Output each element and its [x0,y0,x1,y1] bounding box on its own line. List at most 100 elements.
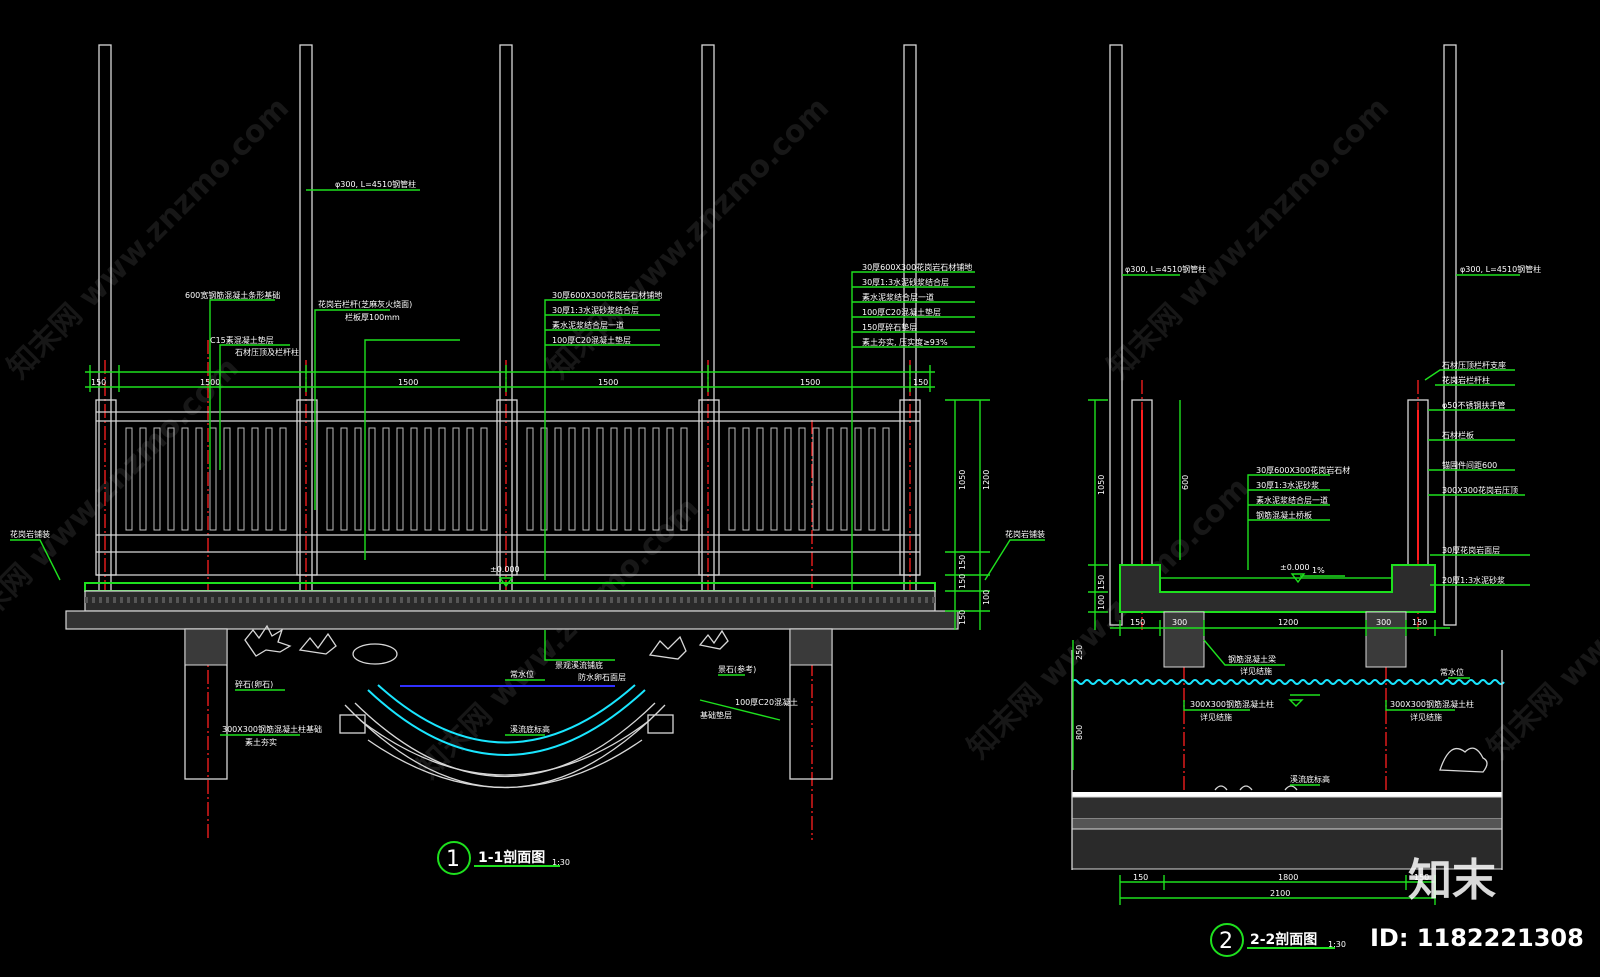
baluster [265,427,273,531]
section-title: 1-1剖面图 [478,849,545,866]
dim-label: 1500 [598,378,618,387]
section-1-1: 150 1500 1500 1500 1500 150 [10,44,1045,875]
annotation-text: 防水卵石面层 [578,672,626,682]
annotation-text: 素水泥浆结合层一道 [862,292,934,302]
baluster [410,427,418,531]
dim-label: 150 [91,378,106,387]
dim-label: 150 [1097,575,1106,590]
dim-label: 100 [982,590,991,605]
annotation-text: C15素混凝土垫层 [210,335,274,345]
annotation-text: 30厚600X300花岗岩石材 [1256,465,1350,475]
annotation-text: φ300, L=4510钢管柱 [1460,264,1541,274]
annotation-text: 600宽钢筋混凝土条形基础 [185,290,280,300]
dim-label: 1050 [958,470,967,490]
watermark-text: 知末网 www.znzmo.com [1481,471,1600,766]
u-deck [1119,564,1436,613]
annotation-text: 详见结施 [1410,712,1442,722]
annotation-text: 详见结施 [1240,666,1272,676]
baluster [638,427,646,531]
baluster [610,427,618,531]
slope-label: 1% [1312,566,1325,575]
annotation-text: 基础垫层 [700,710,732,720]
baluster [868,427,876,531]
annotation-text: 素土夯实, 压实度≥93% [862,337,948,347]
annotation-text: 素水泥浆结合层一道 [552,320,624,330]
annotation-text: 花岗岩栏杆(芝麻灰火烧面) [318,299,412,309]
baluster [812,427,820,531]
stream-channel [339,684,674,789]
section-1-title: 1 1-1剖面图 1:30 [437,841,570,875]
id-label: ID: 1182221308 [1370,924,1584,952]
dim-label: 1200 [982,470,991,490]
annotation-text: 景观溪流铺底 [555,660,603,670]
dim-label: 1200 [1278,618,1298,627]
section-scale: 1:30 [1328,940,1346,949]
baluster [540,427,548,531]
annotation-text: 碎石(卵石) [235,679,273,689]
baluster [452,427,460,531]
baluster [666,427,674,531]
dim-label: 250 [1075,645,1084,660]
baluster [798,427,806,531]
baluster [526,427,534,531]
left-dimension-2: 1050 150 100 250 800 600 [1072,399,1190,770]
baluster [882,427,890,531]
baluster [756,427,764,531]
baluster [596,427,604,531]
mid-dimension-2: 150 300 1200 300 150 [1110,618,1450,636]
annotation-text: 花岗岩铺装 [10,529,50,539]
railing-balustrade [95,399,921,576]
dim-label: 150 [958,555,967,570]
baluster [251,427,259,531]
beams-2 [1163,611,1407,668]
baluster [340,427,348,531]
baluster [826,427,834,531]
dim-label: 1800 [1278,873,1298,882]
annotation-text: 300X300钢筋混凝土柱 [1390,699,1474,709]
baluster [770,427,778,531]
dim-label: 800 [1075,725,1084,740]
annotation-text: 30厚600X300花岗岩石材铺地 [552,290,662,300]
dim-label: 150 [913,378,928,387]
annotation-text: 详见结施 [1200,712,1232,722]
section-2-title: 2 2-2剖面图 1:30 [1210,923,1346,957]
watermark-text: 知末网 www.znzmo.com [1101,91,1396,386]
annotation-text: 溪流底标高 [510,724,550,734]
annotation-text: 栏板厚100mm [345,312,400,322]
baluster [354,427,362,531]
baluster [568,427,576,531]
baluster [209,427,217,531]
section-scale: 1:30 [552,858,570,867]
baluster [181,427,189,531]
baluster [396,427,404,531]
annotation-text: 素水泥浆结合层一道 [1256,495,1328,505]
annotation-text: 常水位 [1440,667,1464,677]
baluster [652,427,660,531]
annotations-2: φ300, L=4510钢管柱 φ300, L=4510钢管柱 30厚600X3… [1122,264,1541,786]
annotation-text: 石材压顶及栏杆柱 [235,347,299,357]
annotation-text: 花岗岩栏杆柱 [1442,375,1490,385]
dim-label: 1500 [398,378,418,387]
brand-logo: 知末 [1408,855,1496,906]
baluster [624,427,632,531]
baluster [424,427,432,531]
dim-label: 150 [1130,618,1145,627]
baluster [195,427,203,531]
annotation-text: 30厚1:3水泥砂浆结合层 [552,305,639,315]
baluster [854,427,862,531]
dim-label: 2100 [1270,889,1290,898]
annotation-text: 30厚花岗岩面层 [1442,545,1500,555]
section-2-2: 1050 150 100 250 800 600 150 300 1200 30… [1071,44,1541,957]
abutments [184,628,833,780]
dim-label: 300 [1172,618,1187,627]
annotation-text: 20厚1:3水泥砂浆 [1442,575,1505,585]
annotation-text: 花岗岩铺装 [1005,529,1045,539]
vegetation [244,624,729,665]
baluster [840,427,848,531]
dim-label: 150 [958,610,967,625]
annotation-text: 300X300钢筋混凝土柱基础 [222,724,322,734]
water-bed [1071,650,1505,870]
elevation-mark: ±0.000 [490,565,520,574]
annotation-text: φ300, L=4510钢管柱 [1125,264,1206,274]
annotation-text: 30厚1:3水泥砂浆结合层 [862,277,949,287]
